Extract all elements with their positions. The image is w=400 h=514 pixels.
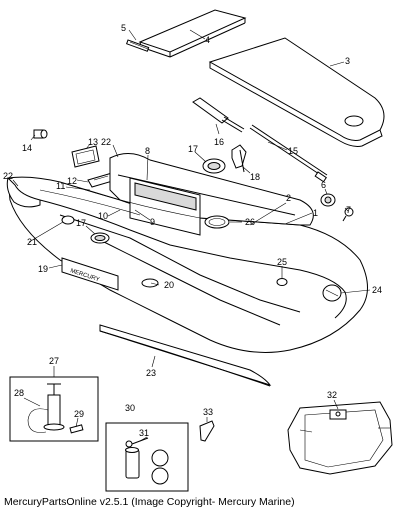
velcro-strip-part — [125, 39, 150, 52]
callout-labels: 5 4 3 1 2 6 7 8 9 10 11 12 13 14 15 16 1… — [3, 23, 382, 438]
callout-14: 14 — [22, 143, 32, 153]
callout-2: 2 — [286, 193, 291, 203]
callout-9: 9 — [150, 217, 155, 227]
repair-patch-part — [71, 145, 100, 168]
callout-30: 30 — [125, 403, 135, 413]
seat-board-part — [138, 9, 247, 58]
callout-15: 15 — [288, 146, 298, 156]
callout-22-upper: 22 — [101, 137, 111, 147]
oarlock-part — [231, 144, 247, 173]
callout-7: 7 — [346, 205, 351, 215]
callout-5: 5 — [121, 23, 126, 33]
cover-bracket-part — [287, 401, 393, 475]
callout-28: 28 — [14, 388, 24, 398]
callout-25: 25 — [277, 257, 287, 267]
callout-27: 27 — [49, 356, 59, 366]
callout-19: 19 — [38, 264, 48, 274]
callout-17-upper: 17 — [188, 144, 198, 154]
callout-26: 26 — [245, 217, 255, 227]
callout-22-left: 22 — [3, 171, 13, 181]
floor-board-part — [208, 37, 385, 147]
callout-4: 4 — [205, 35, 210, 45]
callout-1: 1 — [313, 208, 318, 218]
leader-lines — [12, 29, 371, 442]
image-caption: MercuryPartsOnline v2.5.1 (Image Copyrig… — [4, 496, 295, 508]
callout-3: 3 — [345, 56, 350, 66]
pump-kit-box — [9, 376, 99, 442]
valve-part — [33, 129, 48, 139]
callout-31: 31 — [139, 428, 149, 438]
paddle-part — [192, 97, 245, 133]
oar-holder-part-upper — [202, 158, 226, 174]
callout-32: 32 — [327, 390, 337, 400]
callout-33: 33 — [203, 407, 213, 417]
callout-29: 29 — [74, 409, 84, 419]
valve-tool-part — [199, 420, 215, 442]
callout-16: 16 — [214, 137, 224, 147]
callout-12: 12 — [67, 176, 77, 186]
callout-20: 20 — [164, 280, 174, 290]
callout-11: 11 — [56, 181, 65, 191]
callout-10: 10 — [98, 211, 108, 221]
callout-23: 23 — [146, 368, 156, 378]
callout-21: 21 — [27, 237, 37, 247]
callout-8: 8 — [145, 146, 150, 156]
callout-17-lower: 17 — [76, 218, 86, 228]
callout-24: 24 — [372, 285, 382, 295]
rub-strake-part — [99, 324, 272, 387]
callout-13: 13 — [88, 137, 98, 147]
oar-shaft-part — [249, 124, 328, 183]
valve-fitting-part — [320, 193, 336, 207]
inflatable-boat-hull: MERCURY — [6, 153, 368, 353]
callout-6: 6 — [321, 180, 326, 190]
repair-kit-box — [105, 422, 189, 492]
callout-18: 18 — [250, 172, 260, 182]
